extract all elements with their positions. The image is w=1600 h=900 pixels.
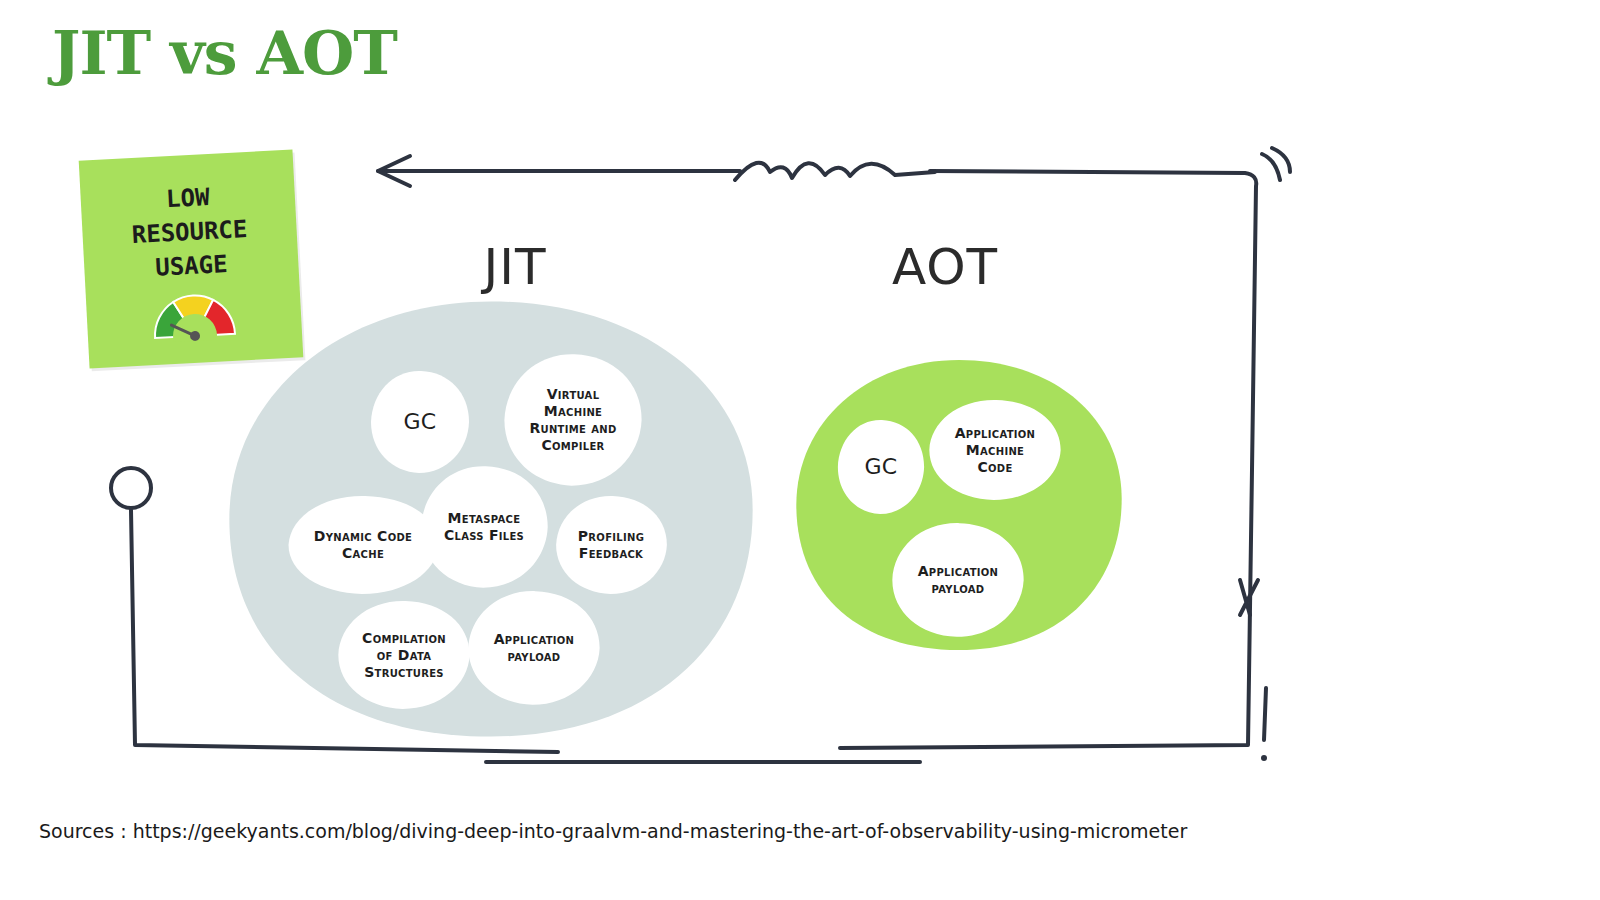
component-bubble: Application payload xyxy=(467,590,601,706)
bubble-outline-fill xyxy=(338,601,469,709)
bubble-label: Compilation of Data Structures xyxy=(356,630,452,681)
frame-spark xyxy=(1262,148,1290,180)
component-bubble: Profiling Feedback xyxy=(555,495,668,595)
bubble-outline-fill xyxy=(288,496,438,594)
region-heading: JIT xyxy=(483,238,546,296)
frame-tick xyxy=(1240,580,1258,615)
bubble-outline-fill xyxy=(892,523,1023,637)
bubble-label: Application Machine Code xyxy=(947,425,1043,476)
runtime-region: JITGCVirtual Machine Runtime and Compile… xyxy=(224,297,758,741)
component-bubble: Compilation of Data Structures xyxy=(337,600,471,710)
frame-squiggle xyxy=(735,163,935,180)
bubble-label: GC xyxy=(851,454,911,480)
frame-arrowhead xyxy=(378,156,410,186)
bubble-label: Application payload xyxy=(486,631,582,665)
bubble-outline-fill xyxy=(556,496,667,594)
component-bubble: Application Machine Code xyxy=(928,399,1062,501)
bubble-outline-fill xyxy=(504,354,641,485)
component-bubble: Metaspace Class Files xyxy=(420,465,549,589)
region-outline-fill xyxy=(229,301,752,736)
component-bubble: GC xyxy=(370,370,470,474)
bubble-label: Virtual Machine Runtime and Compiler xyxy=(523,386,623,454)
sticky-note: LOW RESOURCE USAGE xyxy=(79,150,304,369)
bubble-label: Dynamic Code Cache xyxy=(308,528,418,562)
frame-start-circle xyxy=(111,468,151,508)
source-caption: Sources : https://geekyants.com/blog/div… xyxy=(39,820,1187,842)
region-outline-fill xyxy=(796,360,1121,650)
bubble-label: GC xyxy=(390,409,450,435)
component-bubble: GC xyxy=(837,419,925,515)
frame-bottom-bar xyxy=(486,760,920,764)
bubble-outline-fill xyxy=(468,591,599,705)
bubble-outline-fill xyxy=(371,371,469,473)
bubble-label: Metaspace Class Files xyxy=(438,510,530,544)
component-bubble: Virtual Machine Runtime and Compiler xyxy=(503,353,643,487)
component-bubble: Application payload xyxy=(891,522,1025,638)
bubble-outline-fill xyxy=(838,420,924,514)
frame-exclaim xyxy=(1264,688,1266,740)
bubble-label: Profiling Feedback xyxy=(571,528,651,562)
sticky-text: LOW RESOURCE USAGE xyxy=(112,177,267,287)
component-bubble: Dynamic Code Cache xyxy=(287,495,440,595)
runtime-region: AOTGCApplication Machine CodeApplication… xyxy=(793,357,1125,653)
bubble-outline-fill xyxy=(421,466,547,588)
gauge-icon xyxy=(148,289,240,344)
region-heading: AOT xyxy=(892,238,998,296)
slide-title: JIT vs AOT xyxy=(52,18,397,88)
bubble-outline-fill xyxy=(929,400,1060,500)
bubble-label: Application payload xyxy=(910,563,1006,597)
frame-dot xyxy=(1261,755,1267,761)
